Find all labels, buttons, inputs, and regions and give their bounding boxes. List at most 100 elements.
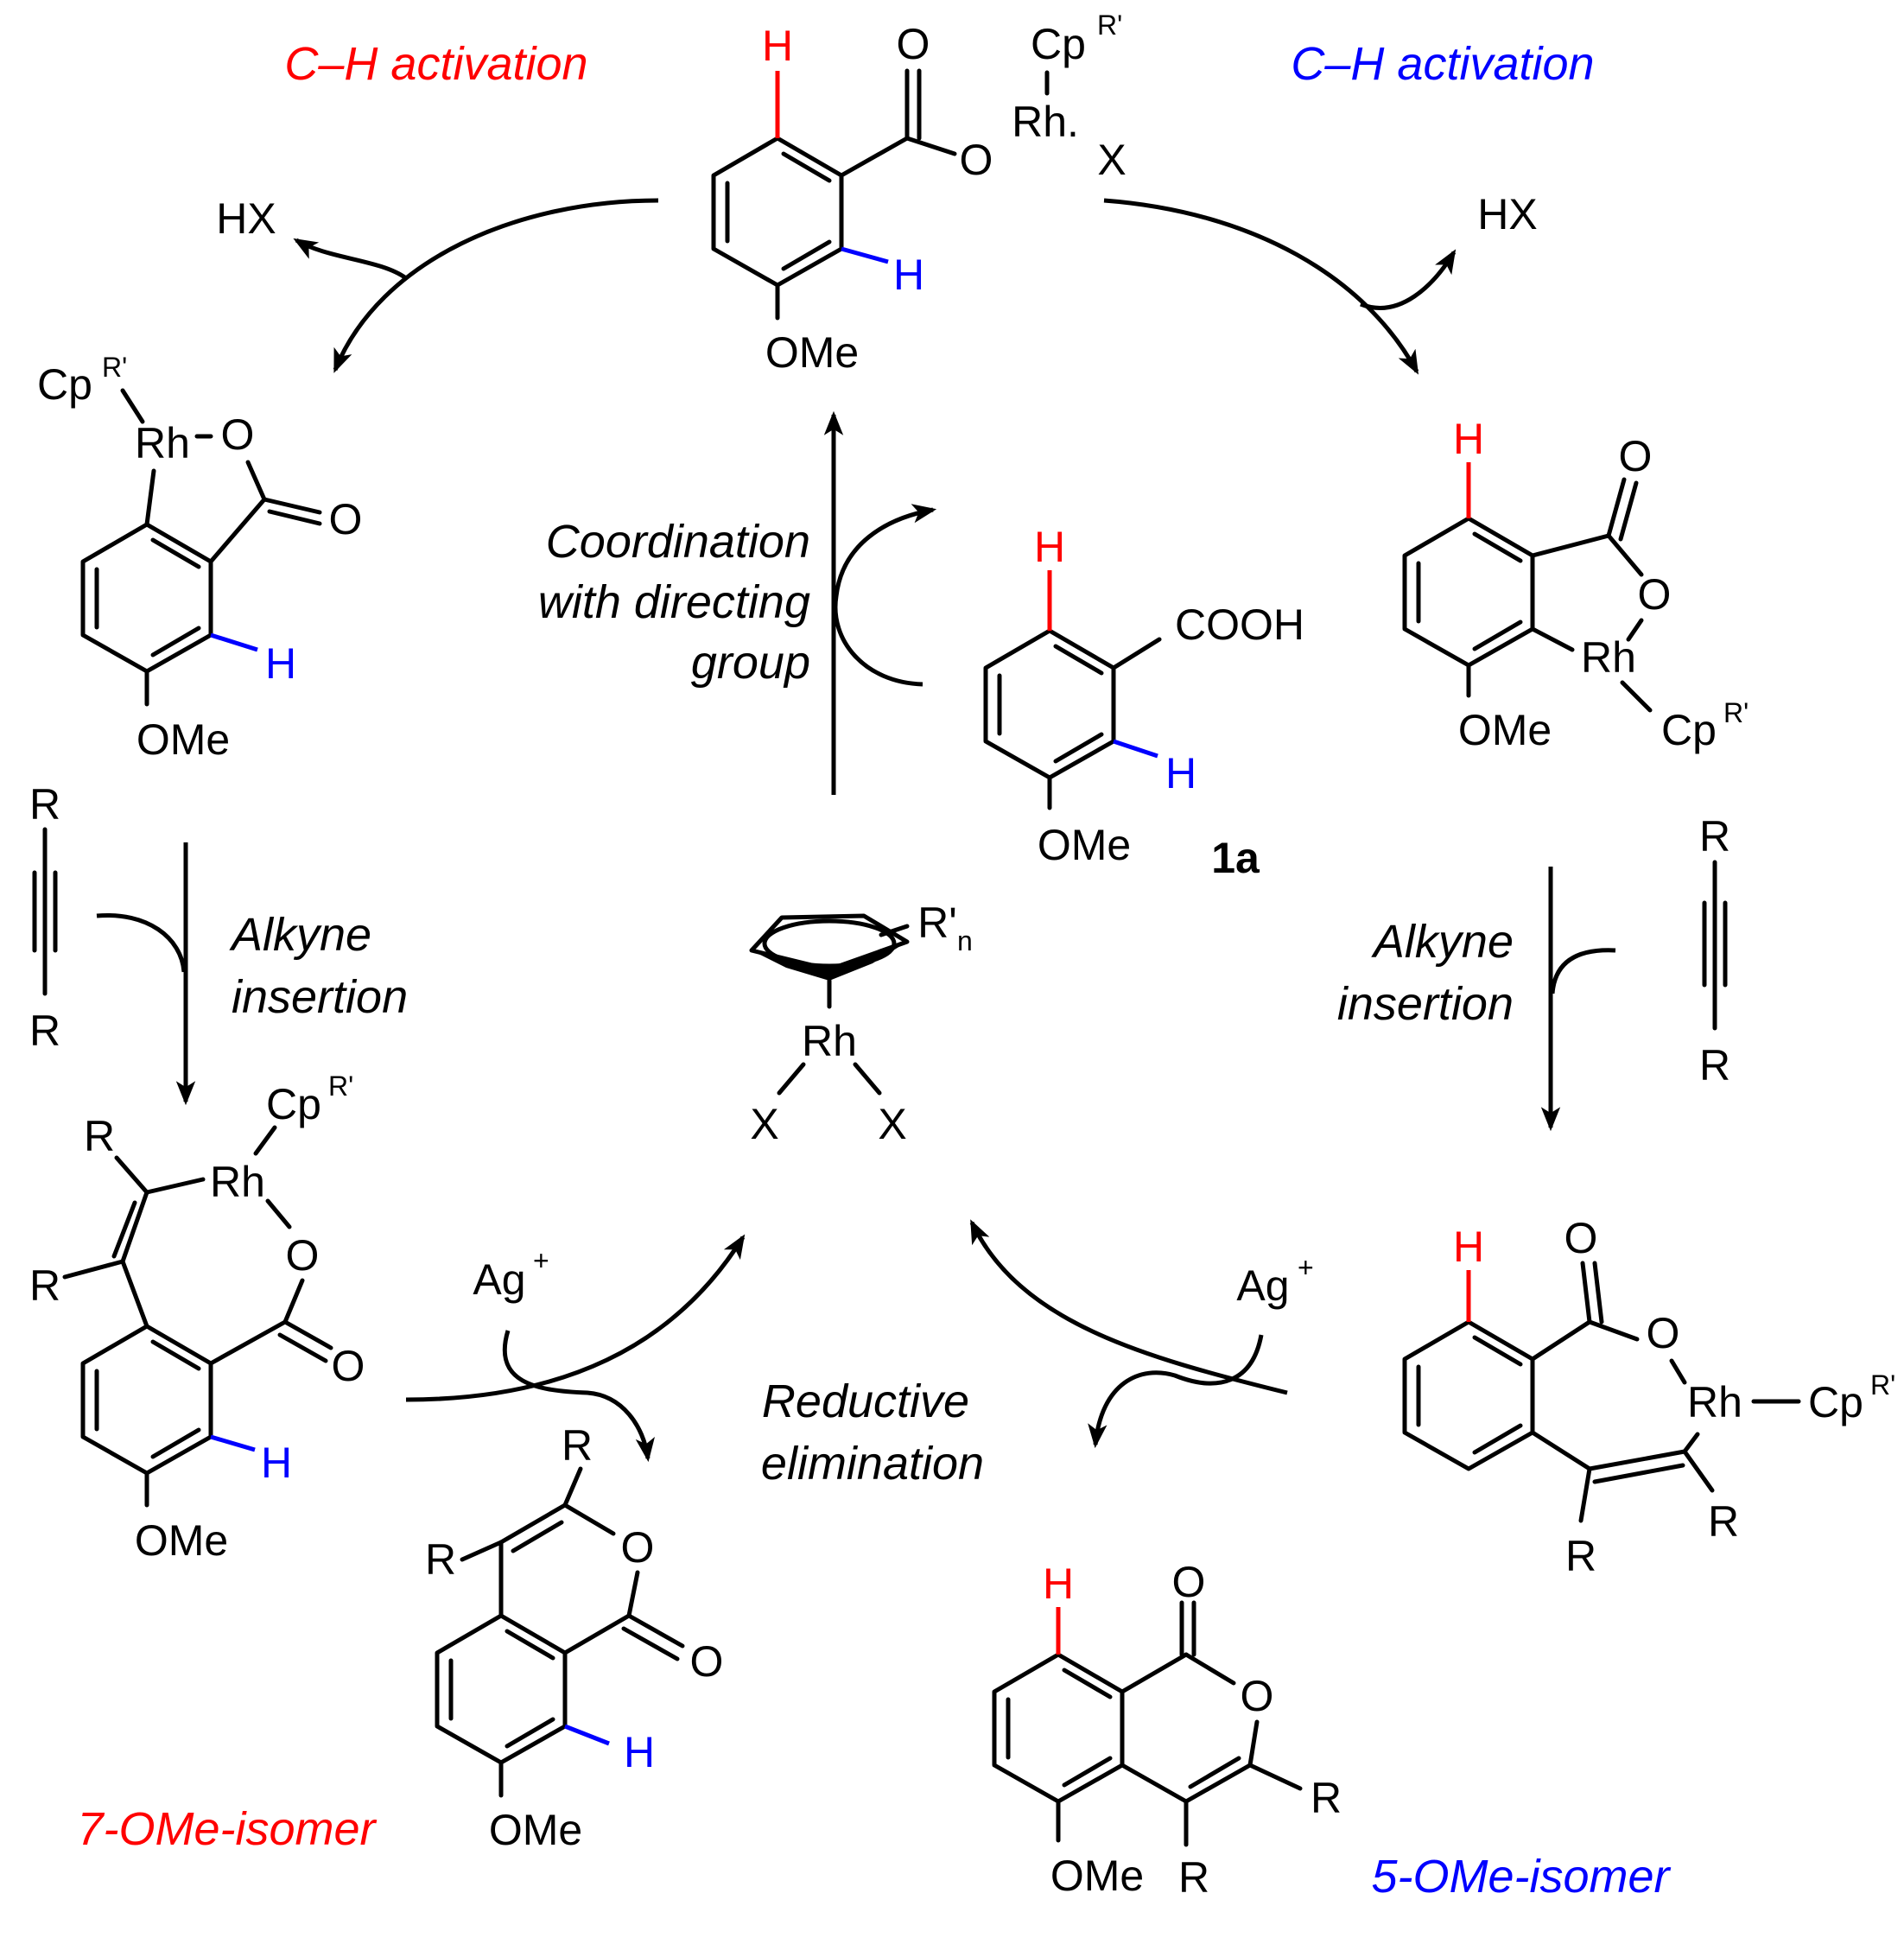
h-atom-red: H — [1453, 415, 1484, 463]
r-substituent-top: R — [562, 1421, 593, 1470]
carbonyl-oxygen: O — [1619, 432, 1653, 480]
cp-ligand: Cp — [1031, 20, 1086, 68]
rh-atom: Rh — [1687, 1378, 1742, 1426]
vinyl-r-bottom: R — [29, 1261, 60, 1310]
top-rh-carboxylate-complex: H H OMe O O Rh. Cp R' X — [711, 10, 1127, 377]
cp-ligand: Cp — [1661, 706, 1717, 754]
ring-oxygen: O — [1647, 1309, 1680, 1357]
right-rhodacycle-intermediate: H O O Rh Cp R' OMe — [1402, 415, 1749, 754]
h-atom-blue: H — [1165, 749, 1196, 797]
ch-activation-label-right: C–H activation — [1291, 38, 1594, 90]
ome-group: OMe — [489, 1806, 582, 1854]
compound-label-1a: 1a — [1211, 834, 1260, 882]
x-ligand-left: X — [750, 1100, 778, 1148]
x-ligand-right: X — [878, 1100, 906, 1148]
alkyne-insertion-label-right-1: Alkyne — [1371, 916, 1514, 968]
ome-group: OMe — [1038, 821, 1131, 869]
vinyl-r-left: R — [1565, 1532, 1596, 1580]
alkyne-r-bottom: R — [1699, 1041, 1730, 1090]
ag-charge-left: + — [533, 1245, 549, 1276]
h-atom-blue: H — [261, 1439, 292, 1487]
ring-oxygen: O — [221, 410, 255, 459]
vinyl-r-right: R — [1708, 1497, 1739, 1546]
h-atom-blue: H — [893, 251, 924, 299]
h-atom-red: H — [1043, 1560, 1074, 1608]
h-atom-blue: H — [624, 1728, 655, 1776]
arrow-ag-product-right — [1088, 1334, 1264, 1449]
r-substituent-right: R — [1311, 1774, 1342, 1822]
hx-label-right: HX — [1477, 190, 1537, 238]
ome-group: OMe — [765, 328, 859, 377]
r-prime-substituent: R' — [917, 899, 957, 947]
cp-superscript: R' — [328, 1070, 353, 1102]
cp-superscript: R' — [1097, 10, 1122, 41]
alkyne-r-top: R — [29, 780, 60, 829]
arrow-ch-activation-left — [333, 198, 659, 373]
ch-activation-label-left: C–H activation — [284, 38, 587, 90]
h-atom-red: H — [762, 22, 793, 70]
ag-label-right: Ag — [1236, 1261, 1289, 1310]
ome-group: OMe — [1050, 1852, 1144, 1900]
arrow-hx-release-left — [293, 238, 408, 281]
r-substituent-bottom: R — [1178, 1853, 1209, 1902]
product-7-ome-isocoumarin: O O R R H OMe — [425, 1421, 724, 1854]
ag-charge-right: + — [1298, 1252, 1314, 1283]
ring-oxygen: O — [1638, 570, 1672, 619]
isomer-7-label: 7-OMe-isomer — [77, 1803, 377, 1855]
product-5-ome-isocoumarin: H O O R R OMe — [992, 1558, 1342, 1902]
arrow-hx-release-right — [1360, 249, 1457, 310]
r-substituent-left: R — [425, 1535, 456, 1584]
right-alkyne-reagent: R R — [1699, 812, 1730, 1090]
alkyne-insertion-label-left-1: Alkyne — [229, 909, 371, 961]
left-rhodacycle-intermediate: Cp R' Rh O O H OMe — [37, 352, 362, 764]
arrow-reductive-elimination-left — [405, 1234, 746, 1402]
carbonyl-oxygen: O — [897, 20, 930, 68]
cp-superscript: R' — [102, 352, 127, 383]
ome-group: OMe — [136, 715, 230, 764]
h-atom-blue: H — [265, 639, 296, 688]
cp-ligand: Cp — [1808, 1378, 1863, 1426]
carbonyl-oxygen: O — [1564, 1214, 1598, 1262]
ring-oxygen: O — [286, 1231, 320, 1280]
cp-ligand: Cp — [266, 1080, 321, 1128]
alkyne-insertion-label-right-2: insertion — [1337, 978, 1514, 1030]
arrow-alkyne-entry-right — [1550, 948, 1616, 994]
reductive-elimination-label-2: elimination — [761, 1438, 984, 1490]
rh-atom: Rh — [802, 1017, 857, 1065]
carbonyl-oxygen: O — [332, 1342, 365, 1390]
vinyl-r-top: R — [84, 1112, 115, 1160]
rh-atom: Rh — [135, 419, 190, 467]
isomer-5-label: 5-OMe-isomer — [1371, 1851, 1671, 1903]
carbonyl-oxygen: O — [329, 495, 363, 543]
cp-rh-catalyst: R' n Rh X X — [749, 899, 973, 1148]
cp-superscript: R' — [1723, 697, 1749, 728]
left-seven-membered-rhodacycle: Cp R' Rh R R O O H OMe — [29, 1070, 365, 1565]
coordination-label-2: with directing — [538, 576, 810, 628]
alkyne-r-top: R — [1699, 812, 1730, 861]
ether-oxygen: O — [960, 136, 993, 184]
coordination-label-1: Coordination — [546, 516, 810, 568]
arrow-reductive-elimination-right — [969, 1219, 1288, 1395]
cooh-group: COOH — [1175, 600, 1304, 649]
ring-oxygen: O — [621, 1523, 655, 1572]
arrow-substrate-entry — [833, 504, 937, 687]
n-subscript: n — [957, 925, 973, 956]
carbonyl-oxygen: O — [1172, 1558, 1206, 1606]
arrow-alkyne-entry-left — [96, 912, 187, 973]
rh-atom: Rh — [210, 1158, 265, 1206]
arrow-ag-product-left — [502, 1330, 655, 1463]
cp-superscript: R' — [1870, 1369, 1895, 1401]
rh-atom: Rh. — [1012, 98, 1079, 146]
ring-oxygen: O — [1241, 1672, 1274, 1720]
ome-group: OMe — [135, 1516, 228, 1565]
left-alkyne-reagent: R R — [29, 780, 60, 1055]
h-atom-red: H — [1453, 1223, 1484, 1271]
rh-atom: Rh — [1581, 633, 1636, 682]
coordination-label-3: group — [691, 637, 810, 689]
carbonyl-oxygen: O — [690, 1637, 724, 1686]
substrate-1a: H COOH H OMe 1a — [983, 523, 1304, 882]
ag-label-left: Ag — [473, 1255, 525, 1304]
alkyne-r-bottom: R — [29, 1007, 60, 1055]
alkyne-insertion-label-left-2: insertion — [232, 971, 408, 1023]
